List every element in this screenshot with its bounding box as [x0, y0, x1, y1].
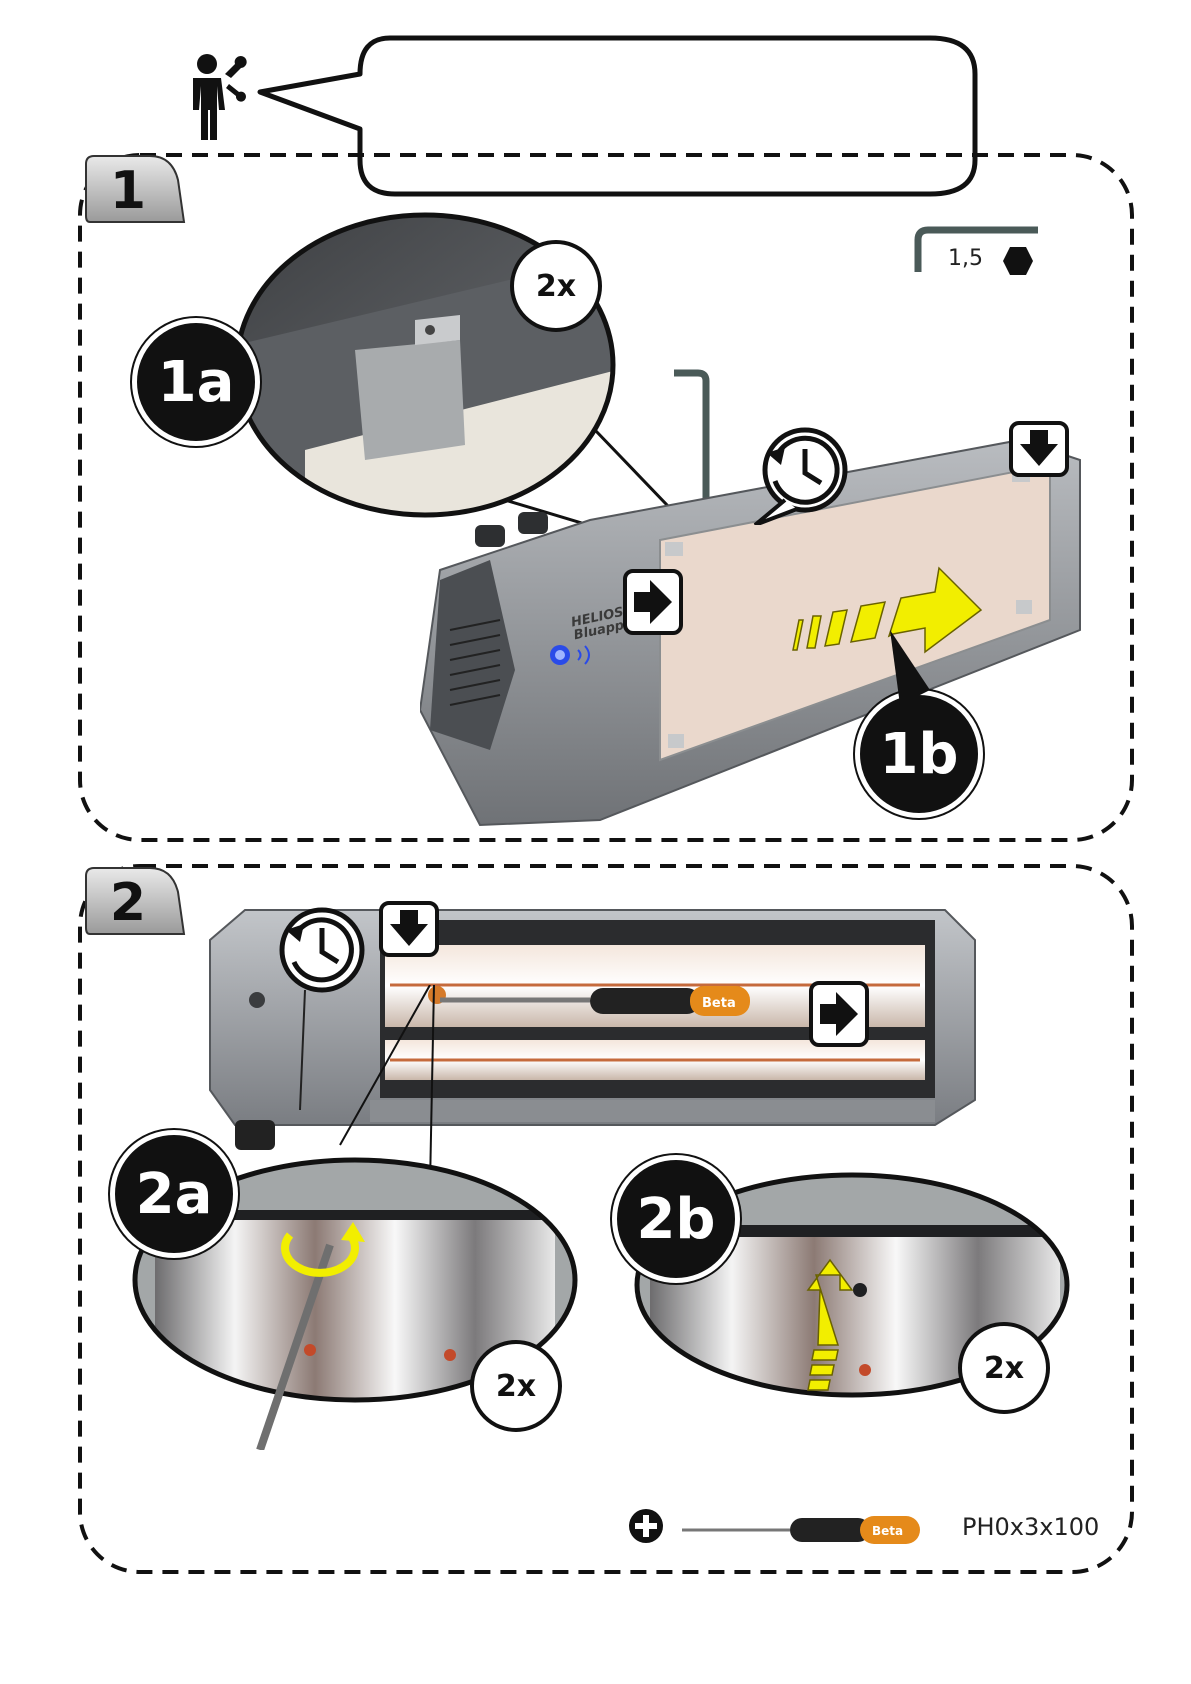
count-1a: 2x [510, 240, 602, 332]
screwdriver-code: PH0x3x100 [962, 1513, 1100, 1541]
arrow-down-icon [1009, 421, 1069, 477]
arrow-down-icon [379, 901, 439, 957]
callout-2a: 2a [110, 1130, 238, 1258]
arrow-slide-right-icon [792, 566, 983, 654]
step-1-tab: 1 [85, 155, 186, 223]
callout-2b: 2b [612, 1155, 740, 1283]
screwdriver-brand-2: Beta [872, 1524, 903, 1538]
step-2-tab: 2 [85, 867, 186, 935]
count-2a: 2x [470, 1340, 562, 1432]
technician-icon [193, 54, 247, 140]
leader-lines-2a [339, 985, 435, 1185]
speech-bubble [257, 35, 978, 197]
arrow-right-icon [623, 569, 683, 635]
clock-icon [279, 907, 365, 993]
hex-key-icon [914, 226, 1038, 272]
callout-1b-pointer [890, 630, 930, 705]
hex-key-size: 1,5 [948, 246, 983, 271]
screwdriver-in-heater: Beta [440, 986, 750, 1016]
hexagon-icon [1003, 247, 1033, 275]
screwdriver-icon: Beta [682, 1516, 920, 1544]
count-2b: 2x [958, 1322, 1050, 1414]
arrow-right-icon [809, 981, 869, 1047]
hex-key-inserted [674, 369, 710, 500]
phillips-icon [629, 1509, 663, 1543]
callout-1a: 1a [132, 318, 260, 446]
screwdriver-brand-1: Beta [702, 996, 736, 1011]
step-1-number: 1 [110, 161, 146, 221]
heater-step-1 [420, 438, 1081, 827]
step-2-number: 2 [110, 873, 146, 933]
clock-icon [753, 427, 848, 525]
